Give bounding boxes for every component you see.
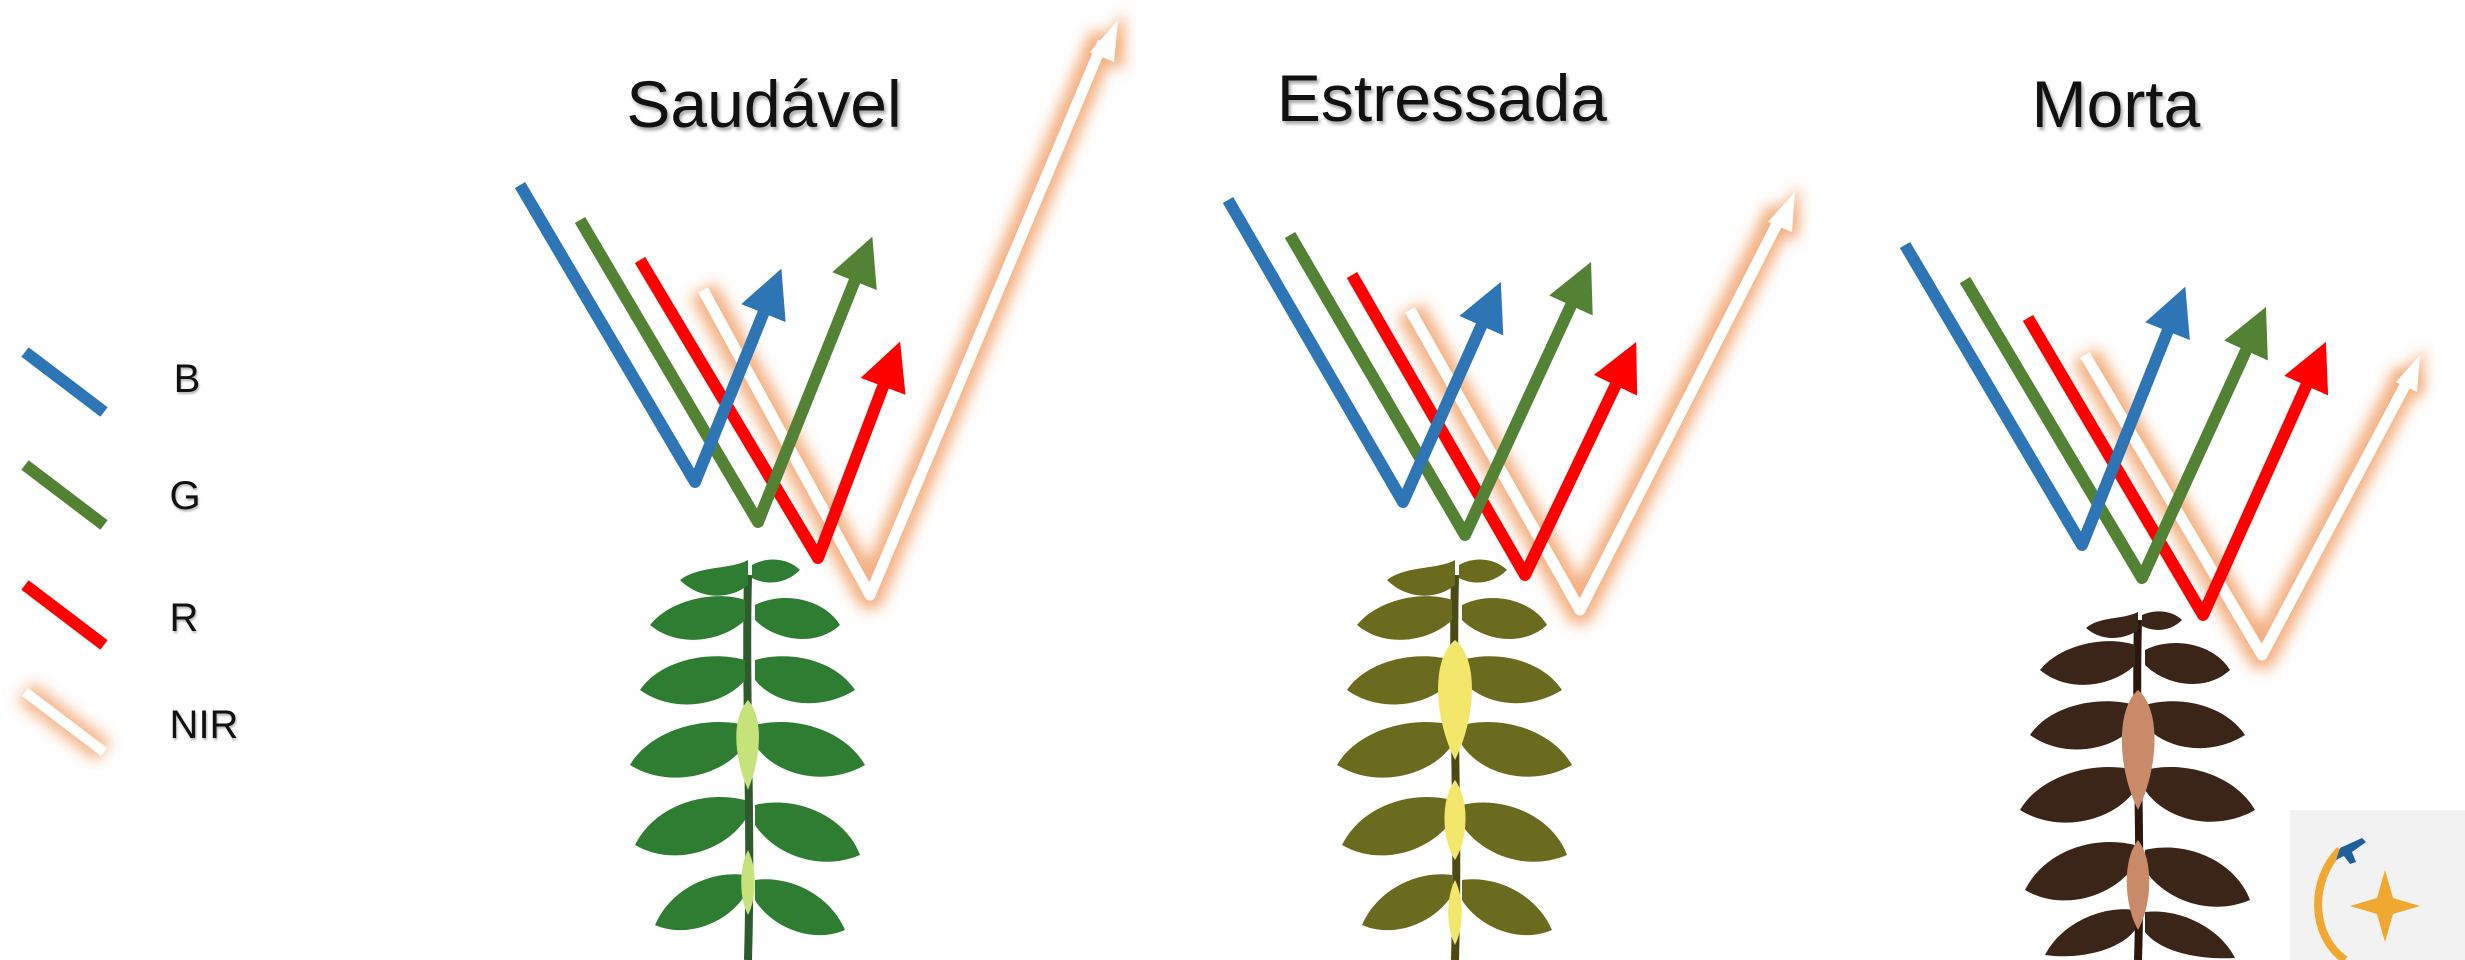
dead-arrows [1899,241,2425,670]
nir-arrow [689,12,1125,610]
compass-star-plane-logo [2290,810,2465,960]
legend-label-nir: NIR [169,703,239,747]
title-dead: Morta [2031,67,2201,141]
legend [17,347,112,763]
plant-dead [2020,611,2255,960]
green-arrow [1284,231,1593,541]
nir-arrow [1396,185,1800,625]
legend-b-swatch [21,347,108,417]
title-stressed: Estressada [1276,61,1608,135]
red-arrow [2022,314,2329,621]
legend-nir-swatch [17,681,112,763]
title-healthy: Saudável [626,67,902,141]
legend-g-swatch [21,460,108,530]
green-arrow [1959,276,2268,584]
blue-arrow [1899,241,2190,551]
blue-arrow [1222,196,1504,508]
legend-label-r: R [169,596,199,640]
legend-r-swatch [21,580,108,650]
legend-label-b: B [173,357,201,401]
nir-arrow [2072,347,2425,670]
legend-label-g: G [169,474,201,518]
red-arrow [634,256,906,564]
stressed-arrows [1222,185,1800,625]
blue-arrow [514,181,786,488]
green-arrow [574,216,877,528]
plant-healthy [630,559,865,960]
red-arrow [1346,272,1638,581]
plant-stressed [1337,559,1572,960]
healthy-arrows [514,12,1125,610]
